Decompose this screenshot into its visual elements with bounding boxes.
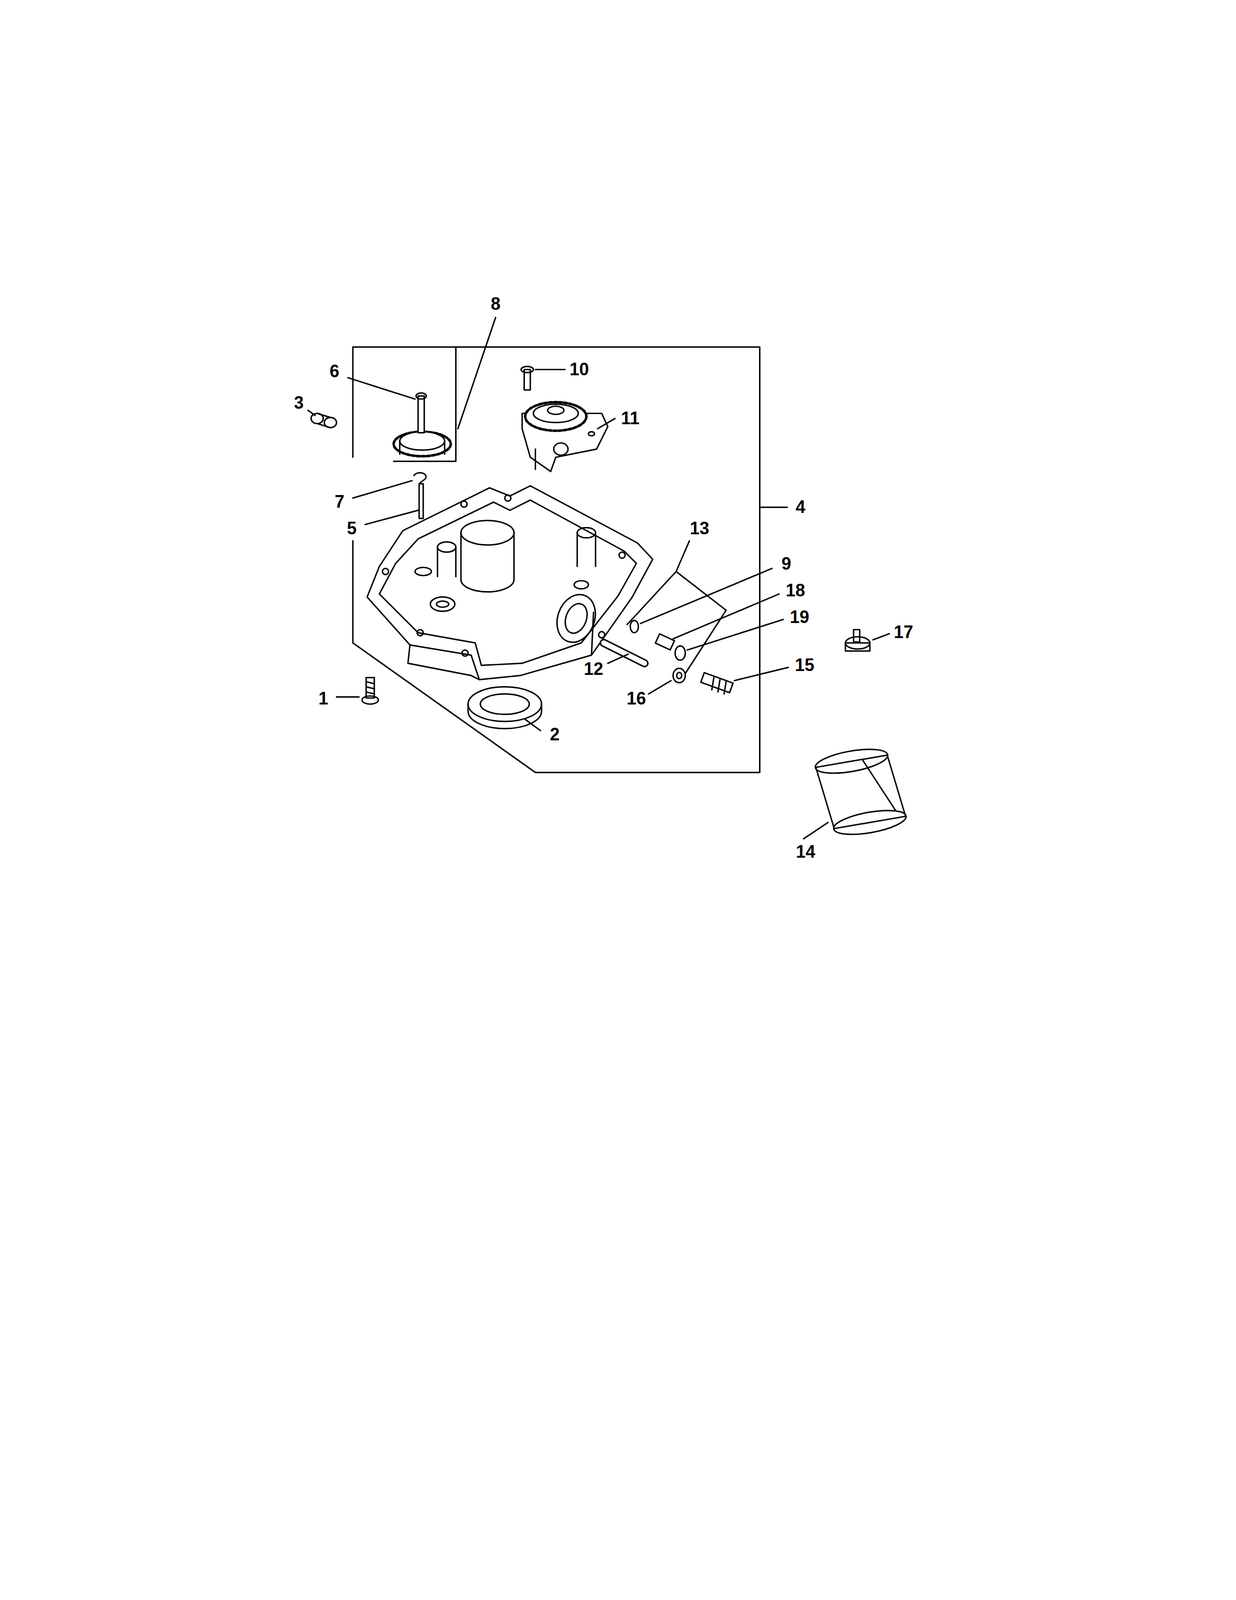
callout-number: 9 xyxy=(779,554,793,574)
bolt xyxy=(521,366,534,390)
bolt xyxy=(362,677,379,705)
oil-pump xyxy=(522,401,608,472)
group-bracket xyxy=(393,347,456,462)
callout-number: 15 xyxy=(793,655,816,675)
callout-number: 18 xyxy=(784,581,807,600)
callout-number: 1 xyxy=(316,689,330,708)
callout-number: 10 xyxy=(568,360,591,379)
relief-valve-parts xyxy=(603,620,734,694)
callout-number: 19 xyxy=(788,607,811,627)
callout-number: 11 xyxy=(619,409,641,428)
group-bracket xyxy=(352,347,760,773)
callout-number: 17 xyxy=(892,623,915,642)
callout-number: 3 xyxy=(292,393,305,412)
leader-line xyxy=(759,506,788,508)
callout-number: 16 xyxy=(625,689,648,708)
governor-gear xyxy=(393,393,451,457)
callout-number: 13 xyxy=(688,519,711,538)
callout-number: 4 xyxy=(794,497,808,517)
oil-pan xyxy=(366,485,653,680)
callout-number: 12 xyxy=(582,659,605,679)
callout-number: 6 xyxy=(328,362,341,381)
oil-seal xyxy=(468,686,542,729)
callout-number: 8 xyxy=(489,294,503,314)
oil-sensor xyxy=(845,629,870,651)
callout-number: 14 xyxy=(794,842,817,861)
oil-filter xyxy=(813,744,908,839)
callout-number: 7 xyxy=(333,492,347,511)
leader-lines xyxy=(307,317,889,839)
callout-number: 5 xyxy=(345,519,359,538)
callout-number: 2 xyxy=(548,725,562,744)
